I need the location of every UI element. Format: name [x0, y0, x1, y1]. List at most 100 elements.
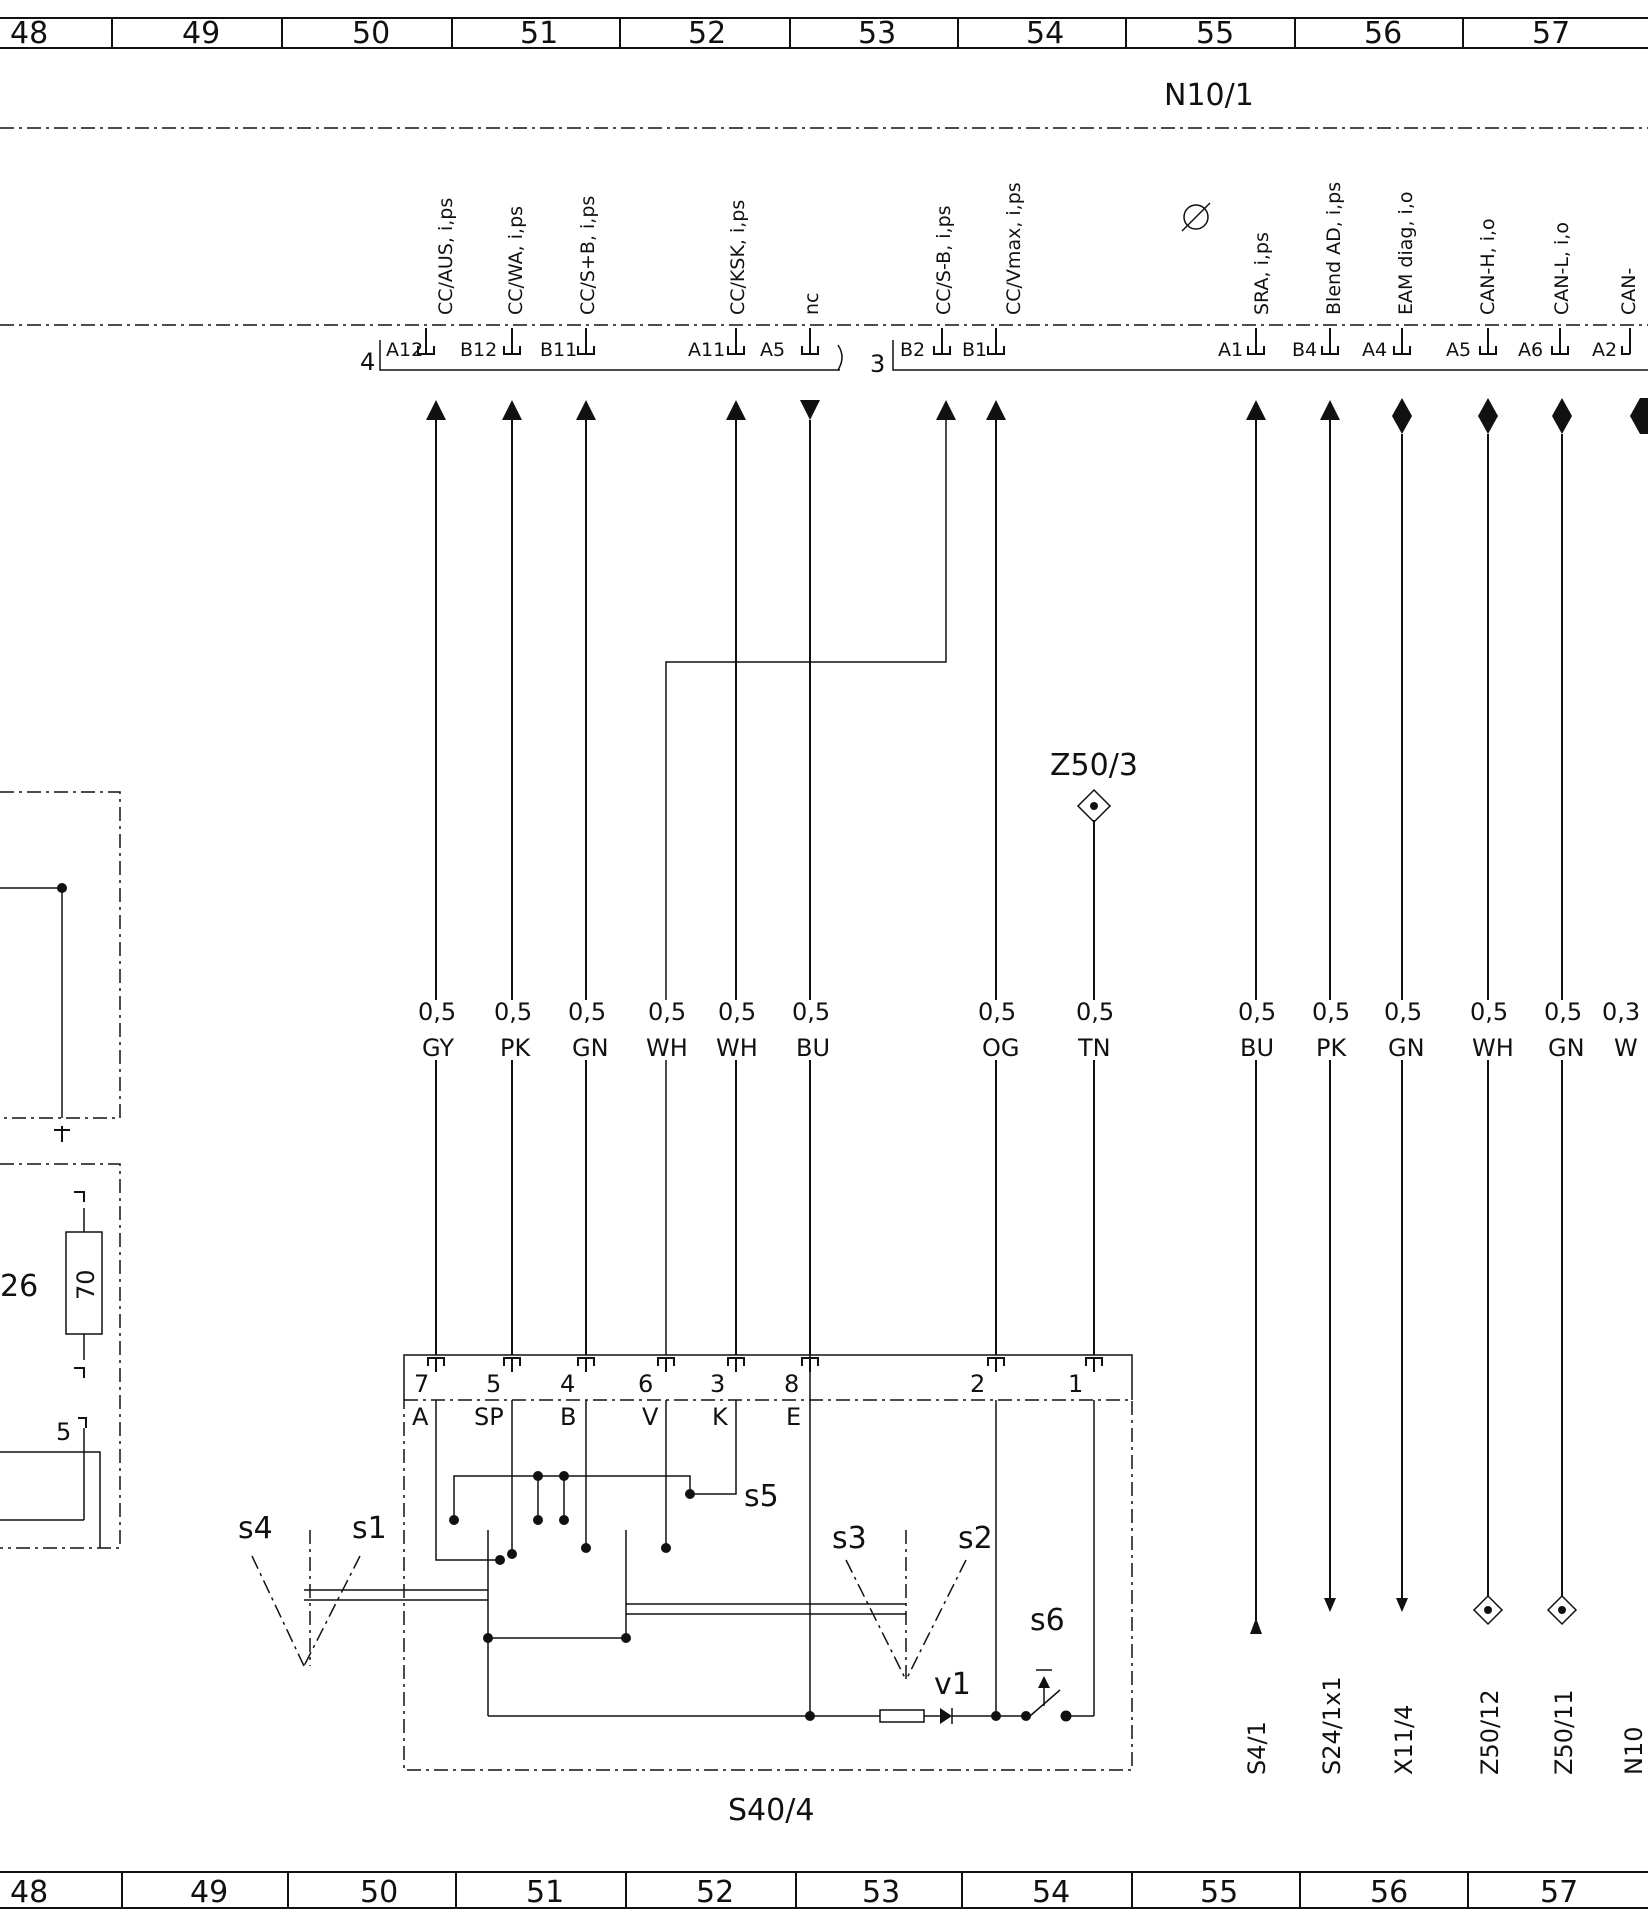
destination-refs: S4/1 S24/1x1 X11/4 Z50/12 Z50/11 N10	[1243, 1594, 1648, 1775]
pin-signal-labels: CC/AUS, i,ps CC/WA, i,ps CC/S+B, i,ps CC…	[435, 182, 1640, 315]
contact-s6: s6	[1030, 1603, 1065, 1638]
svg-text:A: A	[412, 1403, 429, 1431]
svg-text:1: 1	[1068, 1370, 1083, 1398]
direction-arrows	[426, 398, 1648, 434]
svg-text:GN: GN	[1548, 1034, 1585, 1062]
signal-label-b1: CC/Vmax, i,ps	[1003, 182, 1025, 315]
arrow-up-icon	[502, 400, 522, 420]
col-label-52: 52	[688, 16, 726, 51]
svg-text:0,5: 0,5	[1076, 998, 1114, 1026]
top-grid-bar: 48 49 50 51 52 53 54 55 56 57	[0, 16, 1648, 51]
col-label-49: 49	[182, 16, 220, 51]
arrow-up-icon	[426, 400, 446, 420]
arrow-up-icon	[1246, 400, 1266, 420]
resistor-icon	[879, 1709, 925, 1723]
pin-name-b12: B12	[460, 339, 497, 361]
svg-text:26: 26	[0, 1269, 38, 1304]
svg-text:OG: OG	[982, 1034, 1020, 1062]
arrow-up-icon	[576, 400, 596, 420]
signal-label-b2: CC/S-B, i,ps	[933, 205, 955, 315]
svg-text:0,5: 0,5	[648, 998, 686, 1026]
pin-name-a1: A1	[1218, 339, 1243, 361]
connector-4: 4	[360, 340, 843, 376]
col-label-57: 57	[1532, 16, 1570, 51]
svg-text:4: 4	[560, 1370, 575, 1398]
splice-z50-3: Z50/3	[1050, 748, 1138, 824]
arrow-bidir-icon	[1552, 398, 1572, 416]
arrow-bidir-icon	[1478, 398, 1498, 416]
pin-name-a6: A6	[1518, 339, 1543, 361]
svg-text:3: 3	[870, 350, 885, 378]
connector-3: 3	[870, 340, 1648, 378]
pin-name-a4: A4	[1362, 339, 1387, 361]
splice-label: Z50/3	[1050, 748, 1138, 783]
svg-text:PK: PK	[500, 1034, 531, 1062]
module-label: N10/1	[1164, 78, 1254, 113]
left-component: 70 26 5	[0, 791, 121, 1549]
col-label-48: 48	[10, 16, 48, 51]
svg-text:K: K	[712, 1403, 729, 1431]
arrow-up-icon	[986, 400, 1006, 420]
col-label-51: 51	[520, 16, 558, 51]
svg-text:52: 52	[696, 1875, 734, 1910]
svg-text:0,5: 0,5	[1312, 998, 1350, 1026]
svg-text:0,5: 0,5	[1544, 998, 1582, 1026]
svg-text:W: W	[1614, 1034, 1638, 1062]
pin-name-b4: B4	[1292, 339, 1317, 361]
svg-text:70: 70	[72, 1269, 100, 1300]
svg-text:0,5: 0,5	[418, 998, 456, 1026]
svg-text:55: 55	[1200, 1875, 1238, 1910]
svg-text:48: 48	[10, 1875, 48, 1910]
dest-s4-1: S4/1	[1243, 1721, 1271, 1775]
pin-name-a5b: A5	[1446, 339, 1471, 361]
dest-x11-4: X11/4	[1390, 1705, 1418, 1775]
contact-s1: s1	[352, 1511, 387, 1546]
svg-text:51: 51	[526, 1875, 564, 1910]
svg-text:B: B	[560, 1403, 576, 1431]
svg-text:GY: GY	[422, 1034, 454, 1062]
svg-text:BU: BU	[796, 1034, 830, 1062]
svg-text:GN: GN	[572, 1034, 609, 1062]
arrow-down-icon	[1324, 1598, 1336, 1612]
svg-text:5: 5	[486, 1370, 501, 1398]
svg-text:56: 56	[1370, 1875, 1408, 1910]
svg-text:WH: WH	[716, 1034, 758, 1062]
contact-s3: s3	[832, 1521, 867, 1556]
signal-label-a11: CC/KSK, i,ps	[727, 200, 749, 315]
svg-text:0,3: 0,3	[1602, 998, 1640, 1026]
led-icon	[940, 1708, 952, 1724]
wire-labels: 0,5 GY 0,5 PK 0,5 GN 0,5 WH 0,5 WH 0,5 B…	[418, 998, 1640, 1062]
svg-text:8: 8	[784, 1370, 799, 1398]
svg-text:V: V	[642, 1403, 659, 1431]
pin-names: A12 B12 B11 A11 A5 B2 B1 A1 B4 A4 A5 A6 …	[386, 339, 1617, 361]
svg-text:BU: BU	[1240, 1034, 1274, 1062]
svg-text:49: 49	[190, 1875, 228, 1910]
pin-name-a11: A11	[688, 339, 725, 361]
arrow-up-icon	[936, 400, 956, 420]
col-label-56: 56	[1364, 16, 1402, 51]
svg-text:TN: TN	[1077, 1034, 1111, 1062]
svg-text:0,5: 0,5	[718, 998, 756, 1026]
switch-s40-4: S40/4 7 5 4 6 3 8 2 1 A SP B V K E	[238, 1354, 1133, 1828]
arrow-up-icon	[1250, 1618, 1262, 1634]
dest-z50-11: Z50/11	[1550, 1689, 1578, 1775]
led-label: v1	[934, 1667, 971, 1702]
col-label-50: 50	[352, 16, 390, 51]
arrow-up-icon	[726, 400, 746, 420]
svg-text:WH: WH	[1472, 1034, 1514, 1062]
signal-label-a5b: CAN-H, i,o	[1477, 218, 1499, 315]
svg-text:2: 2	[970, 1370, 985, 1398]
ground-symbol-icon	[1181, 202, 1211, 232]
contact-s4: s4	[238, 1511, 273, 1546]
svg-text:SP: SP	[474, 1403, 504, 1431]
bottom-grid-bar: 48 49 50 51 52 53 54 55 56 57	[0, 1871, 1648, 1910]
signal-label-b4: Blend AD, i,ps	[1323, 182, 1345, 315]
svg-text:4: 4	[360, 348, 375, 376]
signal-label-a12: CC/AUS, i,ps	[435, 198, 457, 315]
svg-text:0,5: 0,5	[978, 998, 1016, 1026]
signal-label-b11: CC/S+B, i,ps	[577, 196, 599, 315]
svg-text:WH: WH	[646, 1034, 688, 1062]
signal-label-a1: SRA, i,ps	[1251, 232, 1273, 315]
arrow-down-icon	[1396, 1598, 1408, 1612]
